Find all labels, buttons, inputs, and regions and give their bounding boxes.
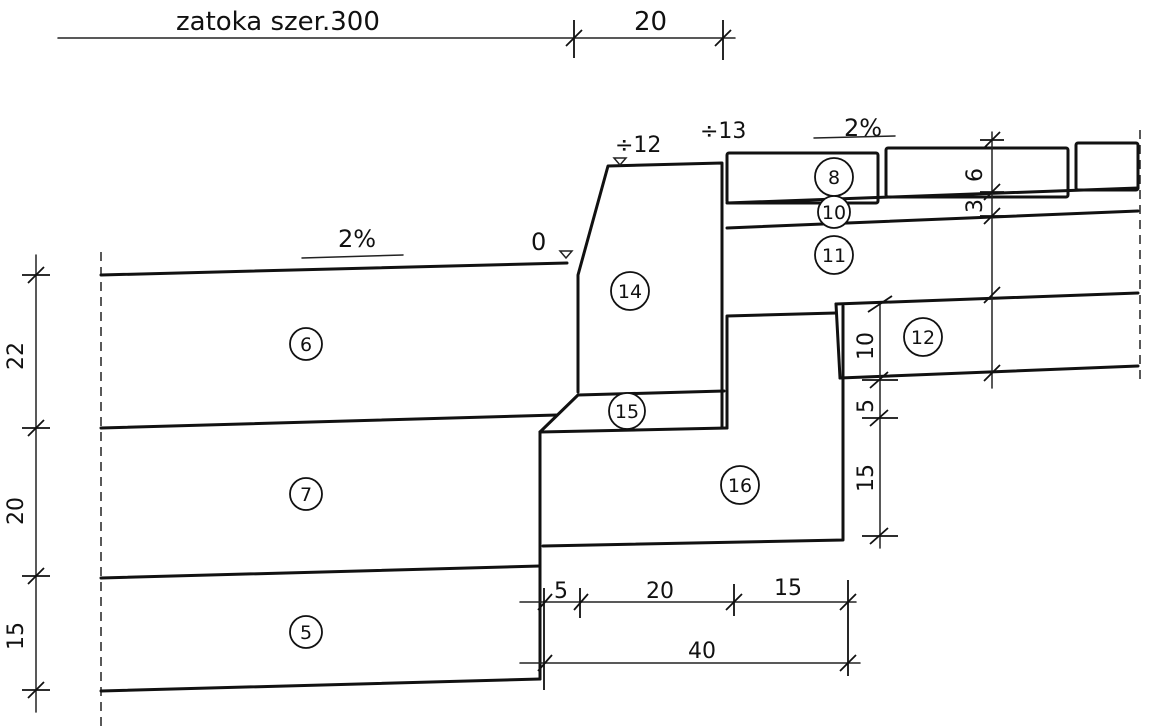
bottom-dim-5: 5	[554, 579, 568, 604]
bottom-dim-15: 15	[774, 576, 802, 601]
right-dim-6: 6	[963, 168, 988, 182]
pavement-structure	[99, 141, 1140, 693]
layer-7-label: 7	[289, 477, 323, 511]
layer-15-label: 15	[608, 392, 646, 430]
level-12-label: ÷12	[615, 133, 661, 158]
slope-marks: 2% 2%	[301, 114, 896, 259]
bottom-dim-20: 20	[646, 579, 674, 604]
level-0-label: 0	[531, 228, 546, 256]
layer-16-label: 16	[720, 465, 760, 505]
right-dim-3: 3	[963, 199, 988, 213]
curb-dimensions: 10 5 15	[854, 295, 898, 549]
svg-text:10: 10	[822, 202, 846, 224]
left-dim-20: 20	[4, 497, 29, 525]
layer-6-label: 6	[289, 327, 323, 361]
level-marks: ÷12 ÷13 0	[531, 119, 746, 260]
left-dim-22: 22	[4, 342, 29, 370]
zatoka-label: zatoka szer.300	[176, 7, 380, 37]
left-dim-15: 15	[4, 622, 29, 650]
slope-left-label: 2%	[338, 225, 376, 253]
layer-labels: 6 7 5 14 15 16 8 10 11 12	[289, 157, 943, 649]
svg-text:12: 12	[911, 327, 935, 349]
layer-5-label: 5	[289, 615, 323, 649]
left-dimensions: 22 20 15	[4, 254, 50, 713]
svg-text:11: 11	[822, 245, 846, 267]
layer-11-label: 11	[814, 235, 854, 275]
bottom-dim-40: 40	[688, 639, 716, 664]
layer-8-label: 8	[814, 157, 854, 197]
svg-text:14: 14	[618, 281, 642, 303]
svg-text:8: 8	[828, 167, 840, 189]
layer-10-label: 10	[817, 195, 851, 229]
svg-text:6: 6	[300, 334, 312, 356]
layer-12-label: 12	[903, 317, 943, 357]
curb-dim-15: 15	[854, 464, 879, 492]
bottom-dimensions: 5 20 15 40	[519, 576, 861, 690]
top-offset-label: 20	[634, 7, 667, 37]
curb-dim-5: 5	[854, 399, 879, 413]
svg-text:16: 16	[728, 475, 752, 497]
curb-dim-10: 10	[854, 332, 879, 360]
right-dimensions: 6 3	[963, 131, 1004, 389]
svg-text:15: 15	[615, 401, 639, 423]
layer-14-label: 14	[610, 271, 650, 311]
svg-text:7: 7	[300, 484, 312, 506]
svg-text:5: 5	[300, 622, 312, 644]
top-dimension: zatoka szer.300 20	[57, 7, 736, 60]
level-13-label: ÷13	[700, 119, 746, 144]
